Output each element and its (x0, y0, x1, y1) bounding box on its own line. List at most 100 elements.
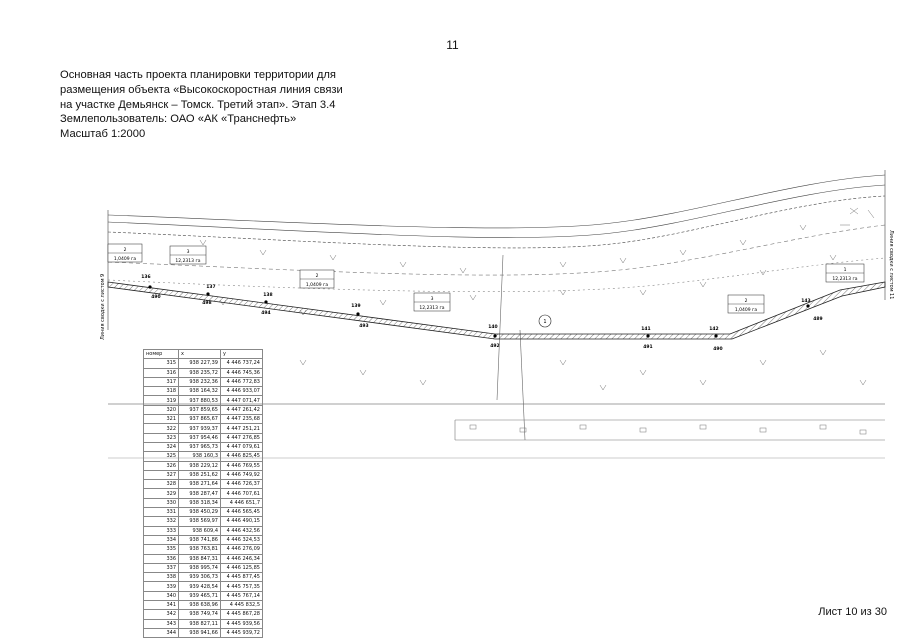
cell-number: 336 (143, 553, 179, 564)
point-number: 136 (141, 274, 150, 280)
cell-x: 938 749,74 (178, 609, 221, 620)
cell-y: 4 446 933,07 (220, 386, 263, 397)
cell-number: 342 (143, 609, 179, 620)
cell-y: 4 446 432,56 (220, 525, 263, 536)
cell-number: 322 (143, 423, 179, 434)
header-line: на участке Демьянск – Томск. Третий этап… (60, 98, 336, 111)
cell-number: 329 (143, 488, 179, 499)
cell-y: 4 446 246,34 (220, 553, 263, 564)
point-sub: 491 (643, 344, 652, 350)
cell-y: 4 446 825,45 (220, 451, 263, 462)
cell-y: 4 445 877,45 (220, 572, 263, 583)
col-header-y: y (220, 348, 263, 360)
cell-y: 4 445 767,14 (220, 590, 263, 602)
parcel-number: 1 (844, 267, 847, 273)
left-match-line-label: Линия сводки с листом 9 (100, 274, 106, 340)
parcel-label: 2 1,0409 га (299, 269, 335, 289)
cell-number: 339 (143, 581, 179, 592)
cell-number: 332 (143, 516, 179, 527)
document-header: Основная часть проекта планировки террит… (60, 68, 343, 142)
cell-y: 4 447 071,47 (220, 395, 263, 406)
cell-y: 4 446 324,53 (220, 534, 263, 546)
cell-number: 338 (143, 572, 179, 583)
cell-x: 938 251,62 (178, 469, 221, 481)
cell-number: 337 (143, 562, 179, 574)
cell-number: 340 (143, 590, 179, 602)
cell-y: 4 445 832,5 (220, 599, 263, 611)
cell-y: 4 445 939,56 (220, 618, 263, 629)
cell-x: 938 763,81 (178, 544, 221, 555)
point-sub: 494 (261, 310, 270, 316)
cell-number: 317 (143, 376, 179, 388)
pipeline-corridor (107, 281, 886, 340)
point-number: 138 (263, 292, 272, 298)
cell-number: 343 (143, 618, 179, 629)
cell-number: 321 (143, 414, 179, 425)
boundary-point: 139 493 (351, 303, 368, 329)
point-sub: 489 (813, 316, 822, 322)
cell-number: 333 (143, 525, 179, 536)
cell-x: 937 939,37 (178, 423, 221, 434)
cell-number: 325 (143, 451, 179, 462)
cell-y: 4 446 125,85 (220, 562, 263, 574)
cell-y: 4 447 261,42 (220, 404, 263, 416)
terrain-marks (199, 207, 875, 435)
header-line: Масштаб 1:2000 (60, 128, 146, 141)
cell-number: 323 (143, 432, 179, 443)
point-sub: 490 (151, 294, 160, 300)
cell-number: 319 (143, 395, 179, 406)
parcel-label: 2 1,0409 га (727, 294, 765, 314)
parcel-number: 2 (316, 273, 319, 279)
boundary-point: 137 498 (202, 284, 215, 306)
cell-x: 938 235,72 (178, 367, 221, 378)
header-line: Основная часть проекта планировки террит… (60, 69, 336, 81)
cell-y: 4 447 079,61 (220, 441, 263, 453)
cell-x: 938 160,3 (178, 451, 221, 462)
cell-x: 938 827,11 (178, 618, 221, 629)
cell-x: 937 965,73 (178, 441, 221, 453)
cell-x: 938 450,29 (178, 507, 221, 518)
parcel-area: 12,2313 га (175, 258, 200, 264)
cell-number: 331 (143, 507, 179, 518)
boundary-point: 138 494 (261, 292, 272, 316)
cell-x: 937 880,53 (178, 395, 221, 406)
cell-x: 938 847,31 (178, 553, 221, 564)
table-header-row: номер x y (143, 348, 263, 360)
point-sub: 492 (490, 343, 499, 349)
cell-x: 938 638,96 (178, 599, 221, 611)
boundary-point: 143 489 (801, 298, 822, 322)
cell-number: 328 (143, 479, 179, 490)
cell-x: 939 306,73 (178, 572, 221, 583)
parcel-number: 2 (124, 247, 127, 253)
point-number: 137 (206, 284, 215, 290)
cell-x: 938 271,64 (178, 479, 221, 490)
cell-y: 4 446 745,36 (220, 367, 263, 378)
parcel-label: 3 12,2313 га (413, 292, 451, 312)
parcel-number: 2 (745, 298, 748, 304)
cell-x: 938 609,4 (178, 525, 221, 536)
cell-x: 937 859,65 (178, 404, 221, 416)
cell-x: 939 465,71 (178, 590, 221, 602)
cell-number: 315 (143, 358, 179, 369)
cell-number: 344 (143, 627, 179, 639)
